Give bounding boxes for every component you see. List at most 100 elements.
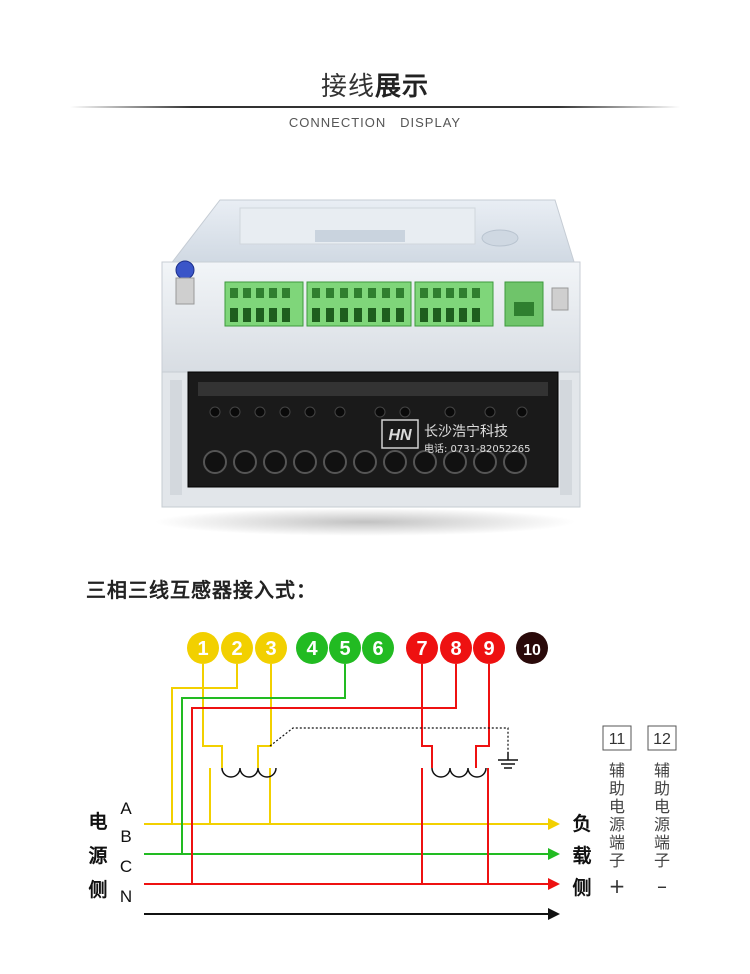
phase-label-a: A bbox=[120, 799, 132, 818]
aux-terminal-11-box bbox=[602, 725, 632, 751]
phase-label-c: C bbox=[120, 857, 132, 876]
wire-terminal-7 bbox=[421, 664, 433, 768]
meter-top-knob bbox=[481, 229, 519, 247]
aux-terminal-12-label-char: 端 bbox=[654, 833, 670, 852]
title-part-2: 展示 bbox=[375, 72, 430, 102]
terminal-screw-row-top bbox=[209, 406, 528, 418]
aux-terminal-11-label-char: 助 bbox=[609, 779, 625, 798]
wire-terminal-1 bbox=[202, 664, 223, 768]
left-clip bbox=[175, 277, 195, 305]
ct-coil-left bbox=[221, 767, 277, 778]
title-part-1: 接线 bbox=[320, 72, 375, 102]
aux-terminal-12-label-char: 助 bbox=[654, 779, 670, 798]
housing-left-rail bbox=[170, 380, 182, 495]
terminal-5: 5 bbox=[329, 632, 361, 664]
terminal-10-label: 10 bbox=[523, 642, 541, 659]
meter-terminal-photo: HN 长沙浩宁科技 电话: 0731-82052265 bbox=[155, 199, 581, 536]
terminal-7-circle bbox=[406, 632, 438, 664]
terminal-2-label: 2 bbox=[231, 638, 242, 660]
green-terminal-blocks bbox=[224, 281, 544, 327]
aux-terminal-12-label-char: 源 bbox=[654, 815, 670, 834]
aux-terminal-11-label-char: 子 bbox=[609, 851, 625, 870]
load-side-char-1: 负 bbox=[572, 812, 591, 835]
diagram-title: 三相三线互感器接入式： bbox=[86, 578, 317, 602]
wire-phase-c-arrowhead bbox=[548, 878, 560, 890]
terminal-screw-row-bottom bbox=[203, 450, 527, 474]
phase-label-b: B bbox=[120, 827, 131, 846]
meter-nameplate bbox=[315, 230, 405, 242]
terminal-10-circle bbox=[516, 632, 548, 664]
aux-terminal-11-label-char: 辅 bbox=[609, 761, 625, 780]
aux-terminal-12-number: 12 bbox=[653, 731, 671, 748]
terminal-7-label: 7 bbox=[416, 638, 427, 660]
terminal-10: 10 bbox=[516, 632, 548, 664]
aux-terminal-11: 11 bbox=[602, 725, 632, 751]
terminal-6-circle bbox=[362, 632, 394, 664]
load-side-char-2: 载 bbox=[572, 844, 591, 867]
wire-neutral-arrowhead bbox=[548, 908, 560, 920]
source-side-char-1: 电 bbox=[88, 810, 107, 833]
terminal-1: 1 bbox=[187, 632, 219, 664]
aux-terminal-11-label-char: 端 bbox=[609, 833, 625, 852]
terminal-3-circle bbox=[255, 632, 287, 664]
terminal-6: 6 bbox=[362, 632, 394, 664]
terminal-4-circle bbox=[296, 632, 328, 664]
terminal-6-label: 6 bbox=[372, 638, 383, 660]
wire-terminal-2 bbox=[171, 664, 238, 824]
terminal-1-circle bbox=[187, 632, 219, 664]
ground-link-line bbox=[269, 727, 509, 752]
terminal-2-circle bbox=[221, 632, 253, 664]
wire-phase-a-arrowhead bbox=[548, 818, 560, 830]
header: 接线展示 CONNECTION DISPLAY bbox=[0, 0, 750, 140]
terminal-4: 4 bbox=[296, 632, 328, 664]
photo-shadow bbox=[155, 508, 575, 536]
aux-terminal-12-box bbox=[647, 725, 677, 751]
wire-layer bbox=[144, 664, 560, 920]
terminal-7: 7 bbox=[406, 632, 438, 664]
watermark-phone: 电话: 0731-82052265 bbox=[424, 442, 531, 455]
wire-terminal-5 bbox=[181, 664, 346, 854]
terminal-4-label: 4 bbox=[306, 638, 318, 660]
watermark-logo: HN bbox=[388, 427, 412, 444]
phase-label-n: N bbox=[120, 887, 132, 906]
aux-terminal-12: 12 bbox=[647, 725, 677, 751]
right-clip bbox=[551, 287, 569, 311]
ct-coil-right bbox=[431, 767, 487, 778]
housing-right-rail bbox=[560, 380, 572, 495]
aux-terminal-11-sign: + bbox=[609, 874, 626, 898]
terminal-3-label: 3 bbox=[265, 638, 276, 660]
terminal-8-label: 8 bbox=[450, 638, 461, 660]
source-side-char-3: 侧 bbox=[88, 879, 107, 901]
wire-terminal-3 bbox=[257, 664, 272, 768]
title-divider bbox=[70, 106, 680, 108]
terminal-top-slots bbox=[198, 382, 548, 396]
terminal-8-circle bbox=[440, 632, 472, 664]
source-side-char-2: 源 bbox=[88, 844, 107, 867]
aux-terminal-12-label-char: 电 bbox=[654, 797, 670, 816]
terminal-9-label: 9 bbox=[483, 638, 494, 660]
watermark-company: 长沙浩宁科技 bbox=[424, 423, 508, 440]
terminal-9: 9 bbox=[473, 632, 505, 664]
terminal-2: 2 bbox=[221, 632, 253, 664]
wire-terminal-8 bbox=[191, 664, 457, 884]
aux-terminal-12-label-char: 子 bbox=[654, 851, 670, 870]
terminal-9-circle bbox=[473, 632, 505, 664]
terminal-3: 3 bbox=[255, 632, 287, 664]
aux-terminal-11-number: 11 bbox=[609, 731, 626, 748]
watermark: HN 长沙浩宁科技 电话: 0731-82052265 bbox=[381, 419, 531, 455]
aux-terminal-12-sign: – bbox=[657, 874, 667, 898]
terminal-5-circle bbox=[329, 632, 361, 664]
page-subtitle: CONNECTION DISPLAY bbox=[288, 115, 462, 130]
aux-terminal-12-label-char: 辅 bbox=[654, 761, 670, 780]
ground-icon bbox=[498, 752, 518, 769]
wire-phase-b-arrowhead bbox=[548, 848, 560, 860]
aux-terminal-11-label-char: 源 bbox=[609, 815, 625, 834]
wire-terminal-9 bbox=[475, 664, 490, 768]
aux-terminal-11-label-char: 电 bbox=[609, 797, 625, 816]
terminal-8: 8 bbox=[440, 632, 472, 664]
seal-screw-icon bbox=[175, 260, 195, 280]
terminal-5-label: 5 bbox=[339, 638, 350, 660]
